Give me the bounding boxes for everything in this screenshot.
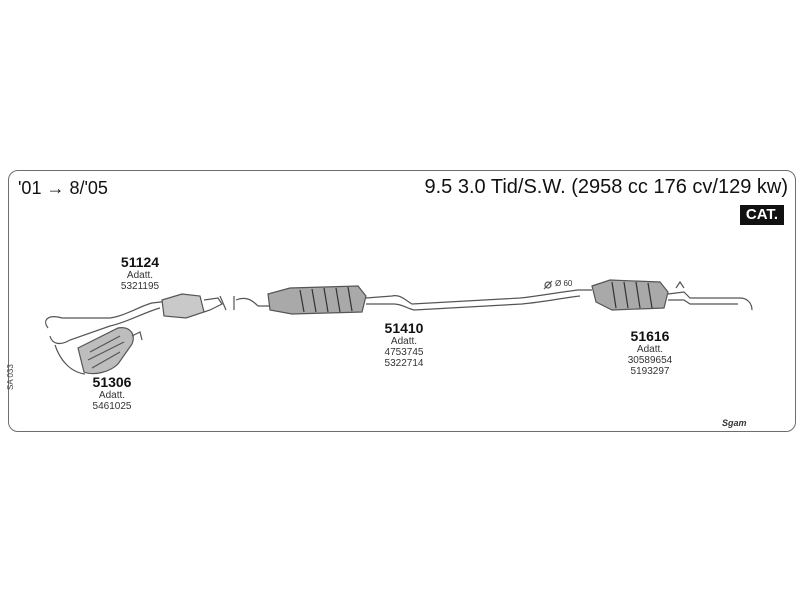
manifold-pipe [49,307,161,345]
silencer-hatch [299,286,353,313]
part-code: 4753745 [384,347,424,358]
cat-badge: CAT. [740,205,784,225]
manifold-pipe [45,299,179,329]
part-number: 51306 [92,374,132,390]
part-51306: 51306 Adatt. 5461025 [84,374,140,412]
part-code: 5193297 [630,366,670,377]
mid-pipe-lower [366,295,581,311]
part-code: 5321195 [120,281,160,292]
diameter-label: Ø 60 [555,279,573,288]
part-code: 30589654 [627,355,673,366]
part-number: 51124 [120,254,160,270]
brand-logo: Sgam [722,418,747,428]
tail-pipe [667,291,753,311]
part-number: 51616 [630,328,670,344]
model-years: '01 → 8/'05 [18,178,108,198]
side-code: SA 033 [6,364,15,390]
part-51616: 51616 Adatt. 30589654 5193297 [618,328,682,377]
silencer-hatch [611,281,653,309]
part-51124: 51124 Adatt. 5321195 [112,254,168,292]
vehicle-model-title: 9.5 3.0 Tid/S.W. (2958 cc 176 cv/129 kw) [424,176,788,198]
catalyst-outlet [131,331,143,341]
hanger [675,280,685,289]
part-label: Adatt. [636,344,664,355]
front-flex-pipe [54,344,86,375]
silencer-51410 [267,285,367,315]
silencer-51616 [591,279,669,311]
catalyst-51124 [161,293,205,319]
part-51410: 51410 Adatt. 4753745 5322714 [376,320,432,369]
part-label: Adatt. [126,270,154,281]
tail-pipe-lower [668,299,738,305]
pipe-51124 [203,297,223,313]
part-label: Adatt. [390,336,418,347]
part-code: 5461025 [92,401,132,412]
diameter-marker [544,281,552,289]
mid-pipe [365,289,592,305]
part-label: Adatt. [98,390,126,401]
bend-pipe [235,297,270,307]
catalyst-detail [87,335,125,369]
part-number: 51410 [384,320,424,336]
flange [219,295,227,311]
part-code: 5322714 [384,358,424,369]
